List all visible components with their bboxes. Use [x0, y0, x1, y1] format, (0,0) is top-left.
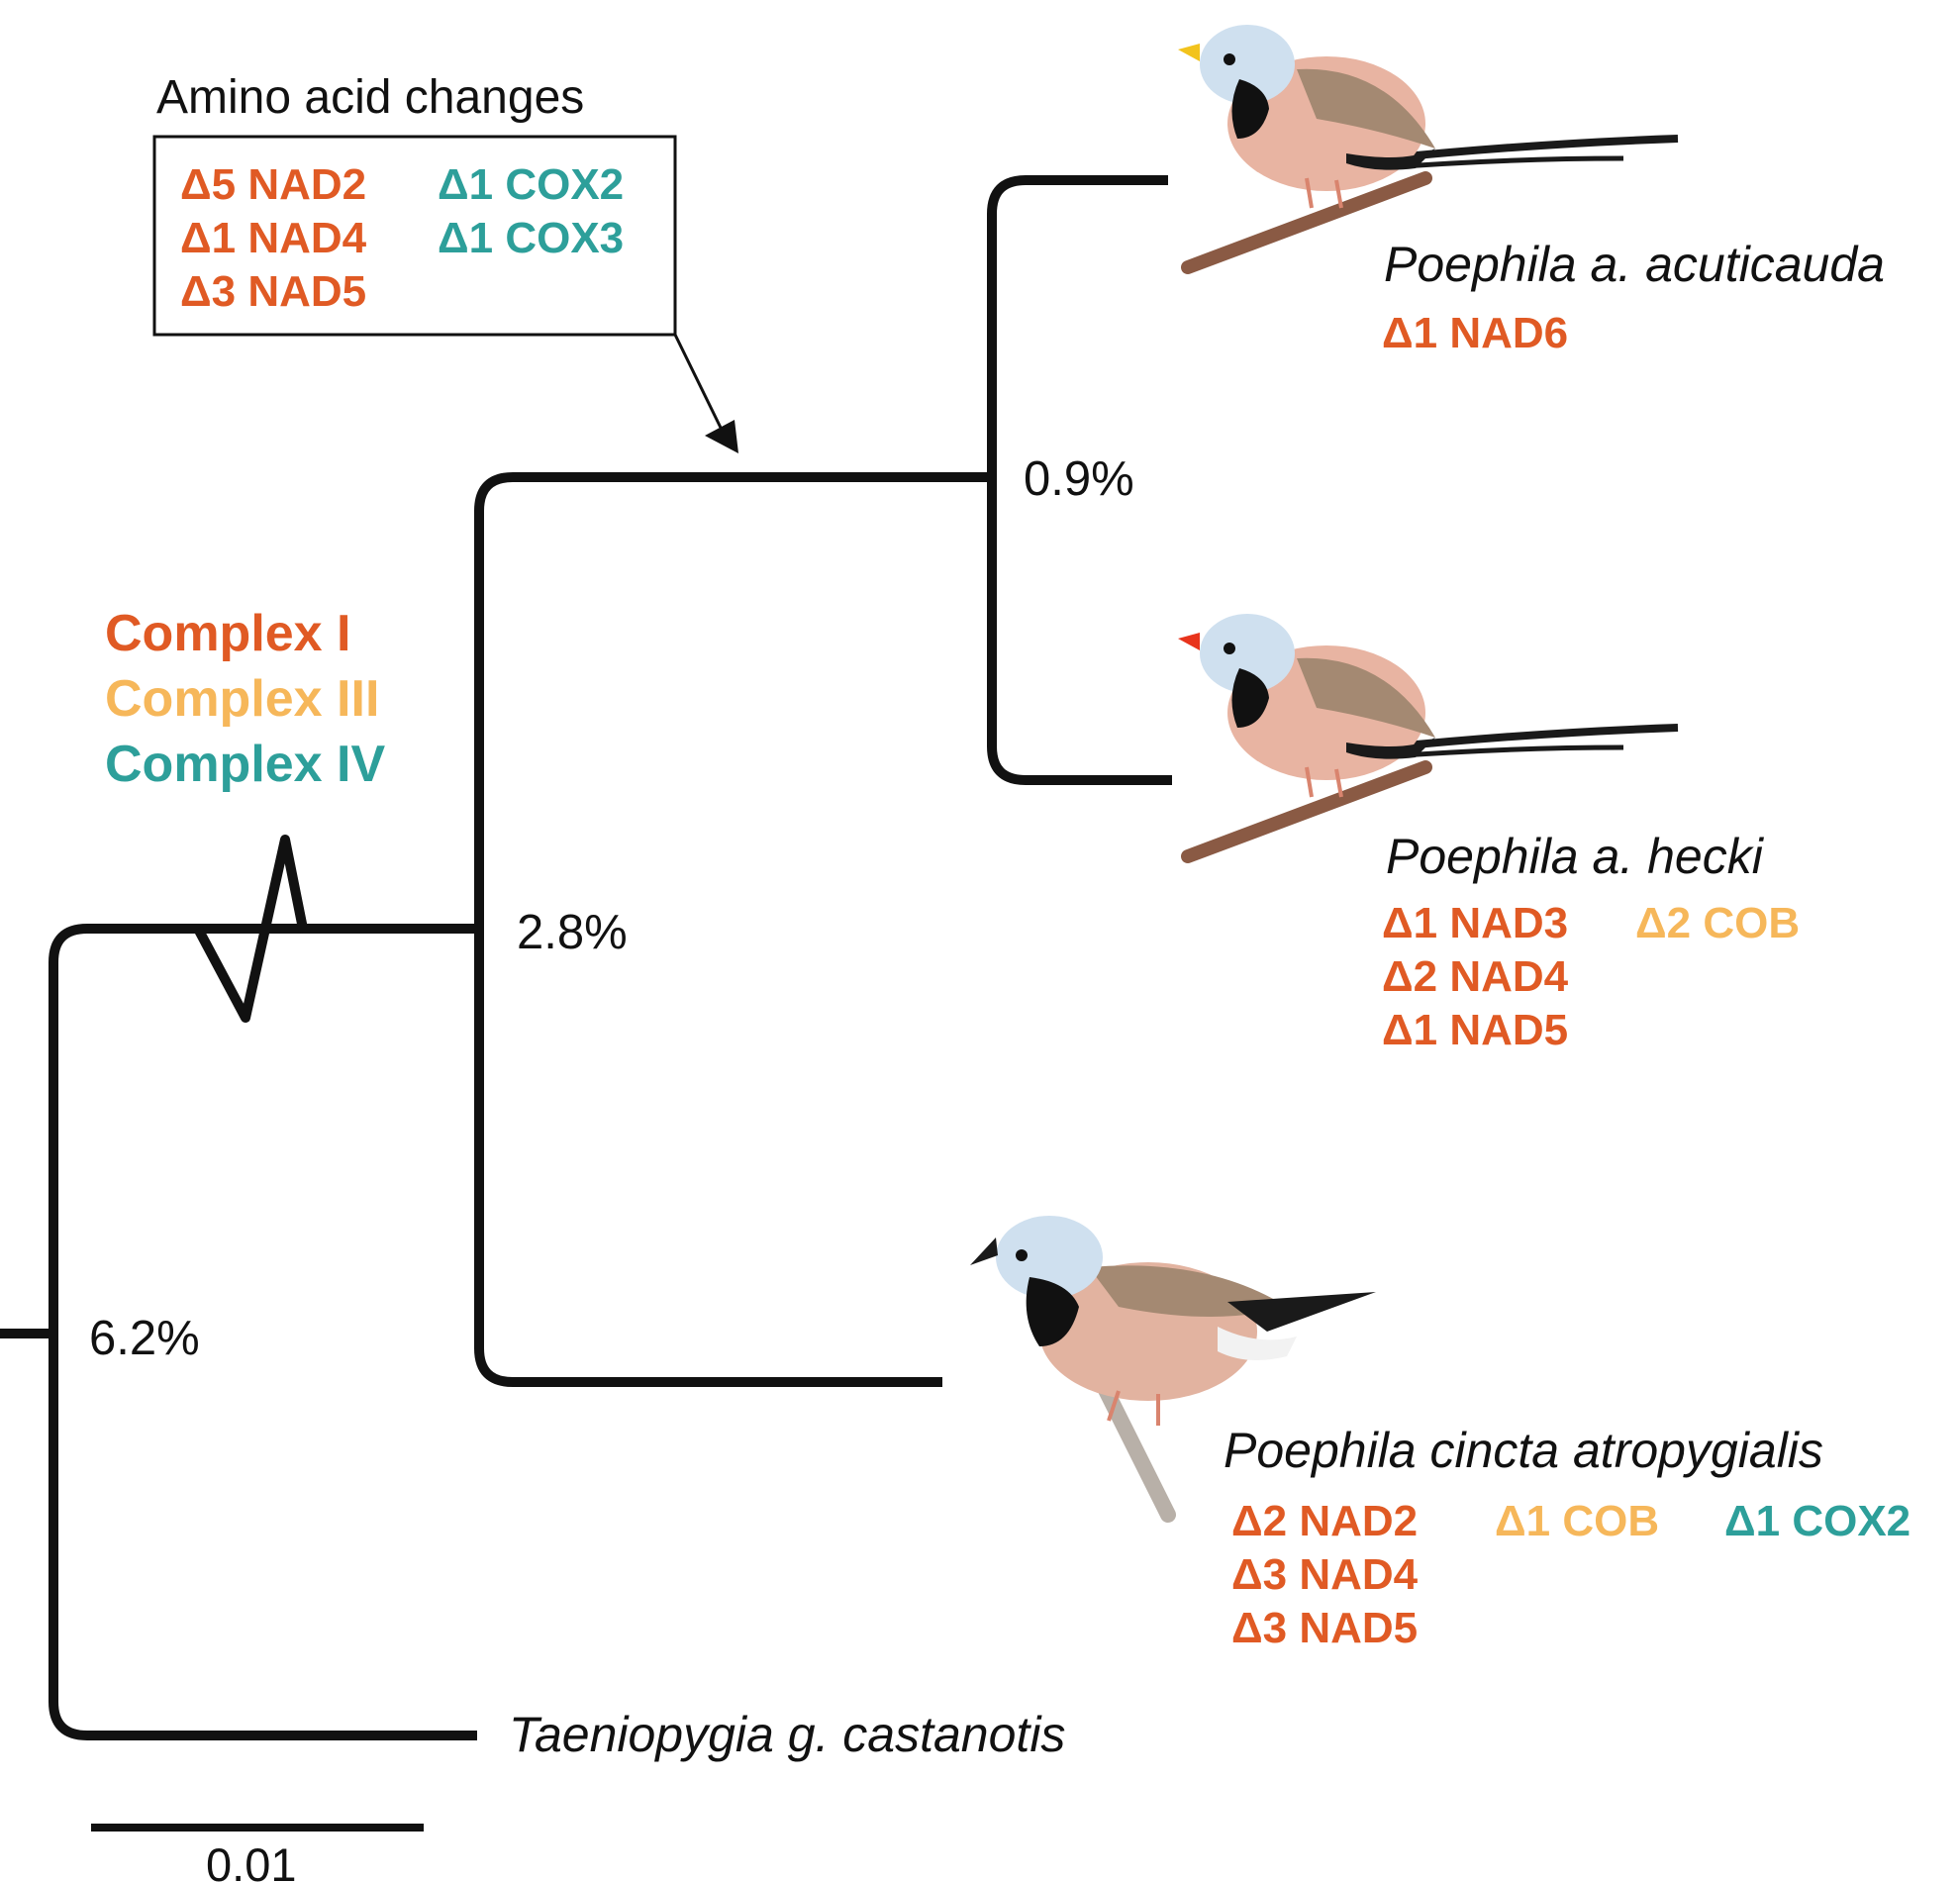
taxon-change-hecki-nad3: Δ1 NAD3 [1382, 899, 1569, 947]
legend-complex-iii: Complex III [105, 670, 380, 728]
callout-change-cox2: Δ1 COX2 [438, 160, 625, 209]
taxon-name-outgroup: Taeniopygia g. castanotis [509, 1707, 1066, 1762]
broken-branch-marker [193, 835, 475, 1023]
taxon-name-hecki: Poephila a. hecki [1386, 829, 1763, 884]
taxon-change-hecki-cob: Δ2 COB [1635, 899, 1801, 947]
long-tailed-finch-red-bill-icon [1178, 614, 1679, 863]
callout-arrowhead-icon [705, 420, 738, 453]
scale-bar-label: 0.01 [206, 1838, 297, 1882]
callout-box [152, 135, 677, 337]
legend-complex-iv: Complex IV [105, 736, 386, 793]
taxon-change-atropygialis-cob: Δ1 COB [1495, 1497, 1660, 1545]
callout-change-nad2: Δ5 NAD2 [180, 160, 367, 209]
callout-change-cox3: Δ1 COX3 [438, 214, 625, 262]
taxon-change-hecki-nad5: Δ1 NAD5 [1382, 1006, 1569, 1054]
root-vertical-branch [49, 924, 477, 1740]
taxon-change-hecki-nad4: Δ2 NAD4 [1382, 952, 1569, 1001]
taxon-name-atropygialis: Poephila cincta atropygialis [1224, 1423, 1823, 1478]
taxon-name-acuticauda: Poephila a. acuticauda [1384, 237, 1885, 292]
node-label-poephila: 2.8% [517, 906, 628, 959]
taxon-change-atropygialis-nad5: Δ3 NAD5 [1231, 1604, 1419, 1652]
long-tailed-finch-yellow-bill-icon [1178, 25, 1679, 274]
callout-change-nad5: Δ3 NAD5 [180, 267, 367, 316]
callout-title: Amino acid changes [156, 71, 585, 124]
taxon-change-atropygialis-cox2: Δ1 COX2 [1724, 1497, 1911, 1545]
taxon-change-acuticauda-nad6: Δ1 NAD6 [1382, 309, 1569, 357]
callout-arrow-line [673, 334, 723, 429]
node-label-root: 6.2% [89, 1312, 200, 1365]
black-throated-finch-icon [970, 1216, 1376, 1523]
taxon-change-atropygialis-nad2: Δ2 NAD2 [1231, 1497, 1419, 1545]
node-label-acuticauda-hecki: 0.9% [1024, 452, 1134, 506]
legend-complex-i: Complex I [105, 605, 351, 662]
taxon-change-atropygialis-nad4: Δ3 NAD4 [1231, 1550, 1419, 1599]
acuticauda-hecki-node-branch [987, 175, 1172, 785]
callout-change-nad4: Δ1 NAD4 [180, 214, 367, 262]
